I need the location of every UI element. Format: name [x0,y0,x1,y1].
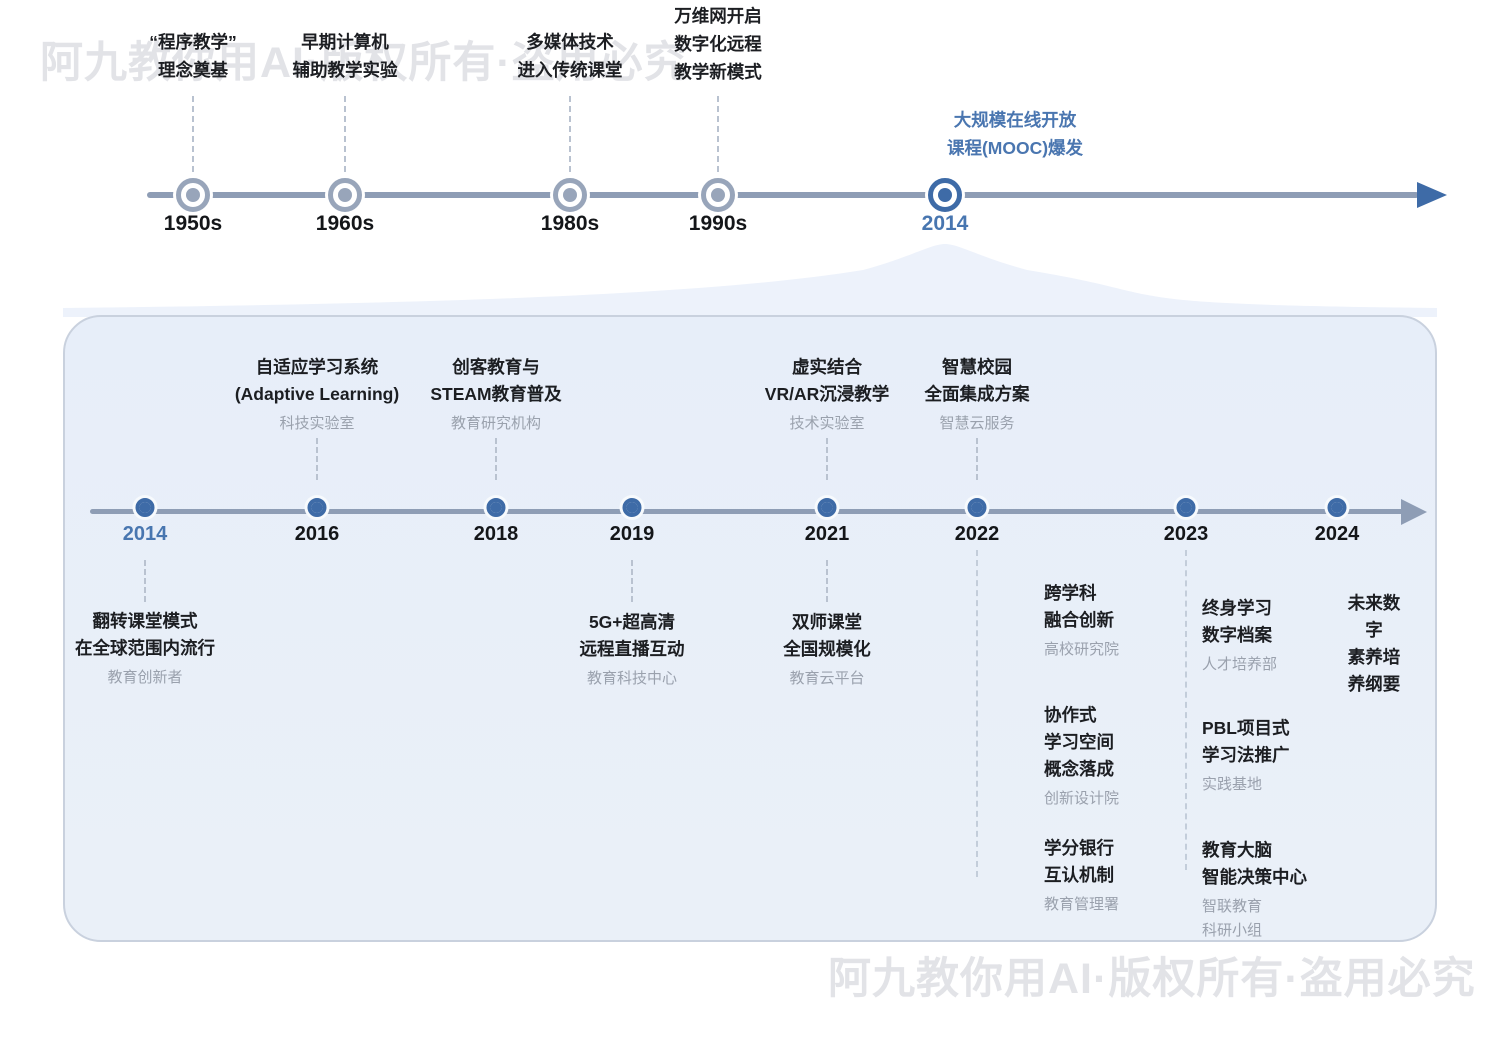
watermark-bottom: 阿九教你用AI·版权所有·盗用必究 [828,955,1476,1003]
event-org: 教育云平台 [789,670,865,687]
detail-panel: 2014 2016 2018 2019 2021 2022 2023 2024 … [63,315,1437,942]
detail-timeline-arrow-icon [1401,499,1427,525]
connector-2018-above [495,438,497,480]
event-2014-below: 翻转课堂模式 在全球范围内流行 教育创新者 [75,608,215,690]
event-2022-item-1: 跨学科 融合创新 高校研究院 [1044,580,1119,662]
year-label-2016: 2016 [294,523,340,545]
event-title: 创客教育与 STEAM教育普及 [430,357,562,404]
milestone-1990s-label: 万维网开启 数字化远程 教学新模式 [674,6,762,82]
year-node-2024 [1327,498,1347,517]
event-title: 学分银行 互认机制 [1044,838,1114,885]
event-2022-item-2: 协作式 学习空间 概念落成 创新设计院 [1044,702,1119,811]
year-node-2018 [486,498,506,517]
milestone-1960s-label: 早期计算机 辅助教学实验 [292,32,398,80]
milestone-1960s-year: 1960s [315,212,375,235]
year-label-2022: 2022 [954,523,1000,545]
milestone-1990s-node [701,178,735,212]
milestone-1990s-year: 1990s [688,212,748,235]
event-2016-above: 自适应学习系统 (Adaptive Learning) 科技实验室 [235,354,399,436]
milestone-1960s-node [328,178,362,212]
year-label-2018: 2018 [473,523,519,545]
event-org: 教育管理署 [1044,896,1120,913]
connector-2016-above [316,438,318,480]
connector-2022-above [976,438,978,480]
connector-2014-below [144,560,146,602]
connector-2022-below [976,550,978,877]
top-timeline-line [147,192,1419,198]
event-title: 自适应学习系统 (Adaptive Learning) [234,357,400,404]
funnel-connector-shape [63,244,1437,317]
year-node-2016 [307,498,327,517]
event-org: 人才培养部 [1202,656,1278,673]
year-label-2024: 2024 [1314,523,1360,545]
event-org: 智联教育 科研小组 [1202,898,1263,939]
event-title: 跨学科 融合创新 [1044,583,1114,630]
event-2023-item-3: 教育大脑 智能决策中心 智联教育 科研小组 [1202,837,1307,943]
event-2021-above: 虚实结合 VR/AR沉浸教学 技术实验室 [765,354,889,436]
milestone-1990s-connector [717,96,719,172]
event-2022-item-3: 学分银行 互认机制 教育管理署 [1044,835,1119,917]
event-title: 教育大脑 智能决策中心 [1202,840,1307,887]
milestone-1980s-year: 1980s [540,212,600,235]
connector-2019-below [631,560,633,602]
event-2018-above: 创客教育与 STEAM教育普及 教育研究机构 [430,354,561,436]
event-title: PBL项目式 学习法推广 [1202,718,1290,765]
milestone-2014-node [928,178,962,212]
year-label-2014: 2014 [122,523,168,545]
milestone-1950s-node [176,178,210,212]
event-org: 教育创新者 [107,669,183,686]
milestone-1950s-label: “程序教学” 理念奠基 [149,32,237,80]
event-title: 智慧校园 全面集成方案 [924,357,1030,404]
connector-2021-below [826,560,828,602]
milestone-1980s-node [553,178,587,212]
event-title: 翻转课堂模式 在全球范围内流行 [75,611,215,658]
detail-timeline-line [90,509,1405,514]
year-node-2021 [817,498,837,517]
event-title: 协作式 学习空间 概念落成 [1044,705,1114,779]
milestone-2014-label: 大规模在线开放 课程(MOOC)爆发 [946,110,1084,158]
connector-2023-below [1185,550,1187,870]
event-title: 5G+超高清 远程直播互动 [579,612,685,659]
event-2023-item-2: PBL项目式 学习法推广 实践基地 [1202,715,1290,797]
watermark-top: 阿九教你用AI·版权所有·盗用必究 [40,39,688,87]
event-org: 创新设计院 [1044,790,1120,807]
milestone-1950s-connector [192,96,194,172]
year-node-2019 [622,498,642,517]
event-org: 技术实验室 [789,415,865,432]
milestone-1980s-label: 多媒体技术 进入传统课堂 [517,32,623,80]
year-label-2019: 2019 [609,523,655,545]
connector-2021-above [826,438,828,480]
year-node-2023 [1176,498,1196,517]
year-node-2022 [967,498,987,517]
event-org: 实践基地 [1202,776,1263,793]
year-label-2021: 2021 [804,523,850,545]
event-org: 教育研究机构 [450,415,541,432]
year-label-2023: 2023 [1163,523,1209,545]
event-title: 虚实结合 VR/AR沉浸教学 [764,357,890,404]
milestone-1960s-connector [344,96,346,172]
top-timeline-arrow-icon [1417,182,1447,208]
event-title: 双师课堂 全国规模化 [783,612,871,659]
event-org: 科技实验室 [279,415,355,432]
event-title: 未来数字 素养培养纲要 [1347,593,1401,694]
event-org: 智慧云服务 [939,415,1015,432]
event-2022-above: 智慧校园 全面集成方案 智慧云服务 [925,354,1030,436]
milestone-1950s-year: 1950s [163,212,223,235]
event-2019-below: 5G+超高清 远程直播互动 教育科技中心 [580,609,685,691]
event-title: 终身学习 数字档案 [1202,598,1272,645]
event-2023-item-1: 终身学习 数字档案 人才培养部 [1202,595,1277,677]
event-org: 教育科技中心 [586,670,677,687]
milestone-1980s-connector [569,96,571,172]
event-org: 高校研究院 [1044,641,1120,658]
milestone-2014-year: 2014 [921,212,969,235]
year-node-2014 [135,498,155,517]
event-2021-below: 双师课堂 全国规模化 教育云平台 [783,609,871,691]
event-2024-below: 未来数字 素养培养纲要 [1344,590,1405,698]
